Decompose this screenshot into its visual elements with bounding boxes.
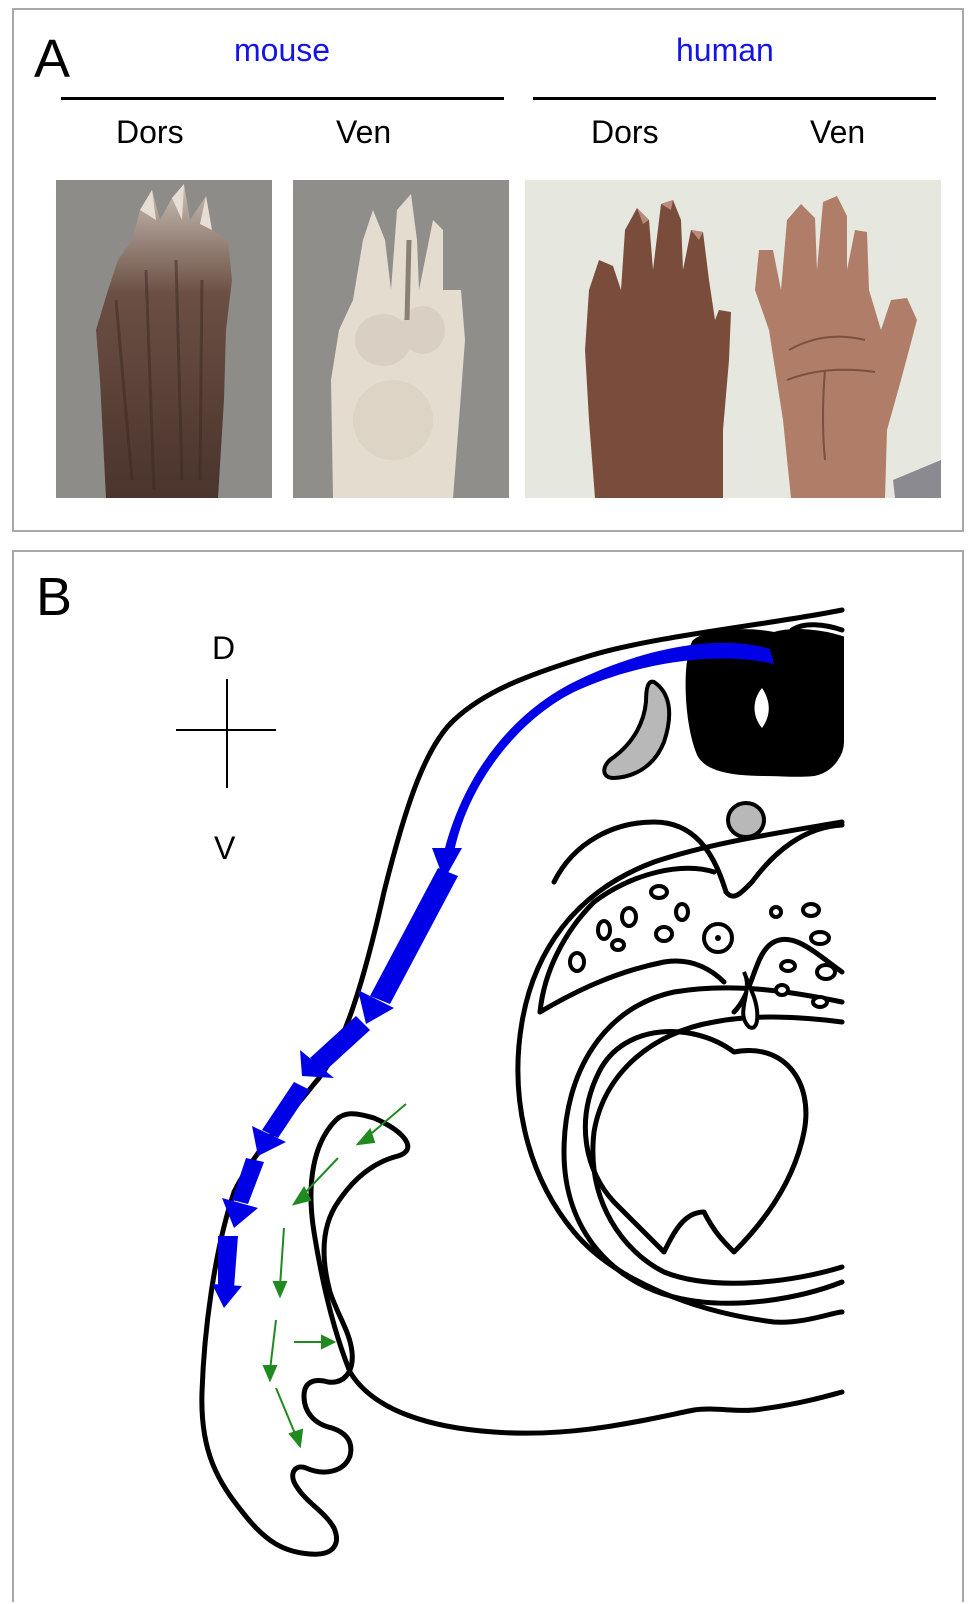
blue-arrow-shaft-3 <box>310 1016 370 1072</box>
mouse-label: mouse <box>234 34 330 66</box>
human-rule <box>533 97 936 100</box>
heart-outline <box>585 1032 806 1252</box>
human-dors-label: Dors <box>591 116 659 148</box>
green-arrow-3 <box>280 1228 284 1286</box>
green-arrow-6 <box>276 1388 296 1436</box>
blue-arrow-shaft-4 <box>262 1082 310 1138</box>
mouse-dorsal-photo <box>56 180 272 498</box>
green-arrow-4 <box>270 1320 276 1370</box>
forelimb-lower-outline <box>311 1120 842 1433</box>
human-hands-photo <box>525 180 941 498</box>
mouse-rule <box>61 97 504 100</box>
mouse-ven-label: Ven <box>336 116 391 148</box>
scapula-cartilage <box>604 682 669 778</box>
mouse-dors-label: Dors <box>116 116 184 148</box>
panel-a: A mouse human Dors Ven Dors Ven <box>12 8 964 532</box>
blue-migration-arrows <box>212 643 774 1308</box>
human-label: human <box>676 34 774 66</box>
green-arrow-2 <box>302 1158 338 1196</box>
panel-b: B D V <box>12 550 964 1602</box>
airway-vessel-rings <box>570 886 835 1028</box>
green-migration-arrows <box>264 1104 406 1446</box>
human-ven-label: Ven <box>810 116 865 148</box>
dorsal-mesenchyme-line <box>554 822 842 896</box>
blue-arrow-shaft-5 <box>232 1158 264 1204</box>
panel-a-label: A <box>34 32 70 86</box>
mouse-ventral-photo <box>293 180 509 498</box>
notochord <box>728 803 764 837</box>
limb-section-diagram <box>14 552 966 1604</box>
blue-arrowhead-6 <box>212 1284 242 1308</box>
blue-arrow-shaft-6 <box>218 1236 238 1288</box>
pericardium-inner <box>593 1017 842 1283</box>
lung-lower-line <box>540 961 724 1012</box>
